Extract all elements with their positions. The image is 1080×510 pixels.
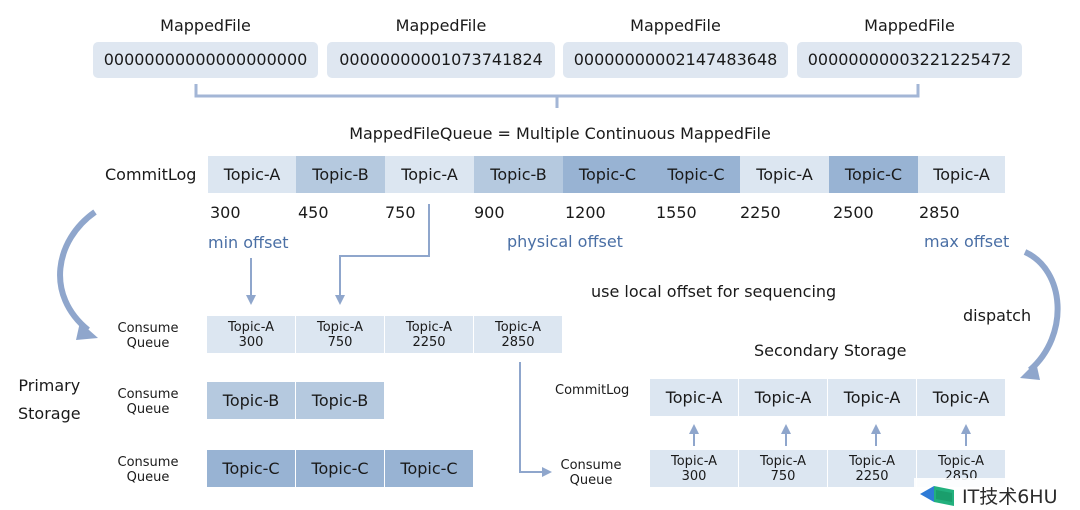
- offset-value: 1550: [656, 203, 697, 222]
- mapped-file-box-3: 00000000002147483648: [563, 42, 788, 78]
- queue-topic: Topic-A: [849, 454, 895, 469]
- secondary-commitlog-cell: Topic-A: [917, 379, 1005, 416]
- secondary-consume-queue-label: Consume Queue: [560, 458, 622, 488]
- watermark-text: IT技术6HU: [962, 486, 1058, 508]
- min-offset-label: min offset: [208, 233, 289, 252]
- commitlog-cell: Topic-B: [296, 156, 385, 193]
- mapped-file-box-1: 00000000000000000000: [93, 42, 318, 78]
- queue-c-cell: Topic-C: [207, 450, 295, 487]
- queue-topic: Topic-A: [495, 320, 541, 335]
- queue-c-cell: Topic-C: [296, 450, 384, 487]
- commitlog-cell: Topic-B: [474, 156, 563, 193]
- secondary-commitlog-cell: Topic-A: [739, 379, 827, 416]
- primary-storage-label: Primary Storage: [18, 376, 81, 423]
- offset-value: 450: [298, 203, 329, 222]
- queue-b-cell: Topic-B: [207, 382, 295, 419]
- consume-queue-label: Consume Queue: [117, 455, 179, 485]
- dispatch-curve-arrow: [1023, 249, 1061, 373]
- secondary-commitlog-cell: Topic-A: [828, 379, 916, 416]
- offset-value: 2850: [919, 203, 960, 222]
- offset-value: 2250: [740, 203, 781, 222]
- commitlog-cell: Topic-A: [740, 156, 829, 193]
- queue-offset: 2250: [412, 335, 446, 350]
- offset-value: 900: [474, 203, 505, 222]
- secondary-commitlog-label: CommitLog: [555, 383, 630, 398]
- commitlog-cell: Topic-C: [829, 156, 918, 193]
- queue-b-cell: Topic-B: [296, 382, 384, 419]
- commitlog-cell: Topic-C: [563, 156, 652, 193]
- queue-topic: Topic-A: [406, 320, 452, 335]
- queue-offset: 2850: [501, 335, 535, 350]
- queue-offset: 2250: [855, 469, 889, 484]
- watermark-logo-icon: [920, 486, 954, 506]
- secondary-commitlog-cell: Topic-A: [650, 379, 738, 416]
- mapped-file-label-1: MappedFile: [160, 16, 251, 35]
- offset-value: 2500: [833, 203, 874, 222]
- dispatch-label: dispatch: [963, 306, 1032, 325]
- queue-topic: Topic-A: [938, 454, 984, 469]
- consume-queue-label: Consume Queue: [117, 387, 179, 417]
- mapped-file-box-4: 00000000003221225472: [797, 42, 1022, 78]
- mapped-file-label-3: MappedFile: [630, 16, 721, 35]
- queue-offset: 750: [770, 469, 796, 484]
- commitlog-cell: Topic-C: [652, 156, 740, 193]
- offset-750-arrow: [335, 204, 430, 305]
- mapped-file-label-2: MappedFile: [395, 16, 487, 35]
- commitlog-label: CommitLog: [105, 165, 197, 184]
- queue-caption: MappedFileQueue = Multiple Continuous Ma…: [349, 124, 771, 143]
- mapped-file-box-2: 00000000001073741824: [327, 42, 555, 78]
- queue-topic: Topic-A: [228, 320, 274, 335]
- offset-value: 750: [385, 203, 416, 222]
- sequencing-note: use local offset for sequencing: [591, 282, 837, 301]
- commitlog-cell: Topic-A: [385, 156, 474, 193]
- mapped-file-bracket: [194, 84, 920, 98]
- primary-curve-arrow: [57, 209, 97, 333]
- queue-offset: 750: [327, 335, 353, 350]
- mapped-file-label-4: MappedFile: [864, 16, 955, 35]
- queue-offset: 300: [681, 469, 707, 484]
- queue-offset: 300: [238, 335, 264, 350]
- watermark: IT技术6HU: [914, 478, 1080, 510]
- secondary-storage-title: Secondary Storage: [754, 341, 907, 360]
- consume-queue-label: Consume Queue: [117, 321, 179, 351]
- offset-value: 1200: [565, 203, 606, 222]
- max-offset-label: max offset: [924, 232, 1010, 251]
- offset-value: 300: [210, 203, 241, 222]
- queue-c-cell: Topic-C: [385, 450, 473, 487]
- to-secondary-queue-arrow: [519, 362, 552, 477]
- commitlog-cell: Topic-A: [208, 156, 296, 193]
- physical-offset-label: physical offset: [507, 232, 623, 251]
- queue-topic: Topic-A: [317, 320, 363, 335]
- queue-topic: Topic-A: [760, 454, 806, 469]
- commitlog-cell: Topic-A: [918, 156, 1005, 193]
- queue-topic: Topic-A: [671, 454, 717, 469]
